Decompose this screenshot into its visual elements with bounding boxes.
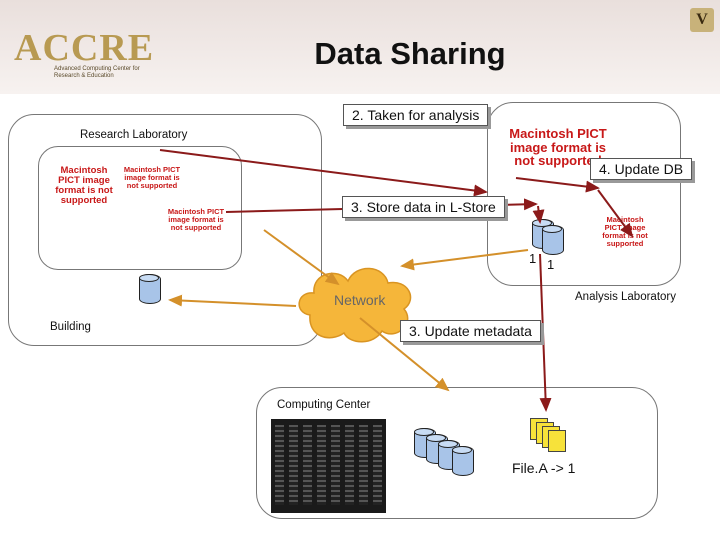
- arrow-to-analysis-pict: [597, 189, 634, 238]
- header-band: [0, 0, 720, 94]
- callout-taken-for-analysis: 2. Taken for analysis: [343, 104, 489, 126]
- vanderbilt-v-icon: V: [690, 8, 714, 32]
- callout-update-db: 4. Update DB: [590, 158, 693, 180]
- arrow-update-metadata: [539, 253, 552, 412]
- analysis-storage-icon-2: [542, 225, 564, 255]
- arrow-network-to-cc: [359, 317, 450, 392]
- server-rack-image: [271, 419, 386, 513]
- block-id-a: 1: [529, 251, 537, 266]
- arrow-update-db: [515, 177, 600, 193]
- pict-placeholder-research-1: Macintosh PICT image format is not suppo…: [55, 165, 113, 206]
- logo-subtitle: Advanced Computing Center for Research &…: [54, 66, 140, 79]
- building-storage-icon: [139, 274, 161, 304]
- analysis-lab-box: [487, 102, 681, 286]
- pict-placeholder-research-2: Macintosh PICT image format is not suppo…: [123, 165, 181, 190]
- analysis-lab-label: Analysis Laboratory: [575, 291, 676, 303]
- computing-center-label: Computing Center: [277, 399, 371, 411]
- file-mapping-label: File.A -> 1: [512, 460, 576, 476]
- callout-update-metadata: 3. Update metadata: [400, 320, 541, 342]
- arrow-network-to-building: [168, 294, 297, 307]
- accre-logo: ACCRE Advanced Computing Center for Rese…: [8, 26, 153, 82]
- metadata-files-icon: [530, 418, 566, 452]
- arrow-to-storage: [532, 205, 545, 224]
- arrow-research-to-analysis: [159, 149, 488, 197]
- callout-store-lstore: 3. Store data in L-Store: [342, 196, 505, 218]
- arrow-analysis-to-network: [400, 249, 529, 271]
- research-lab-label: Research Laboratory: [80, 129, 188, 141]
- research-lab-box: [38, 146, 242, 270]
- lstore-storage-icon-4: [452, 446, 474, 476]
- pict-placeholder-research-3: Macintosh PICT image format is not suppo…: [167, 207, 225, 232]
- block-id-b: 1: [547, 257, 555, 272]
- network-label: Network: [334, 292, 386, 308]
- network-cloud-icon: [298, 267, 412, 343]
- page-title: Data Sharing: [314, 36, 506, 71]
- arrow-research-to-network: [263, 229, 340, 286]
- pict-placeholder-large: Macintosh PICT image format is not suppo…: [509, 126, 607, 169]
- building-label: Building: [50, 321, 91, 333]
- logo-text: ACCRE: [14, 27, 155, 69]
